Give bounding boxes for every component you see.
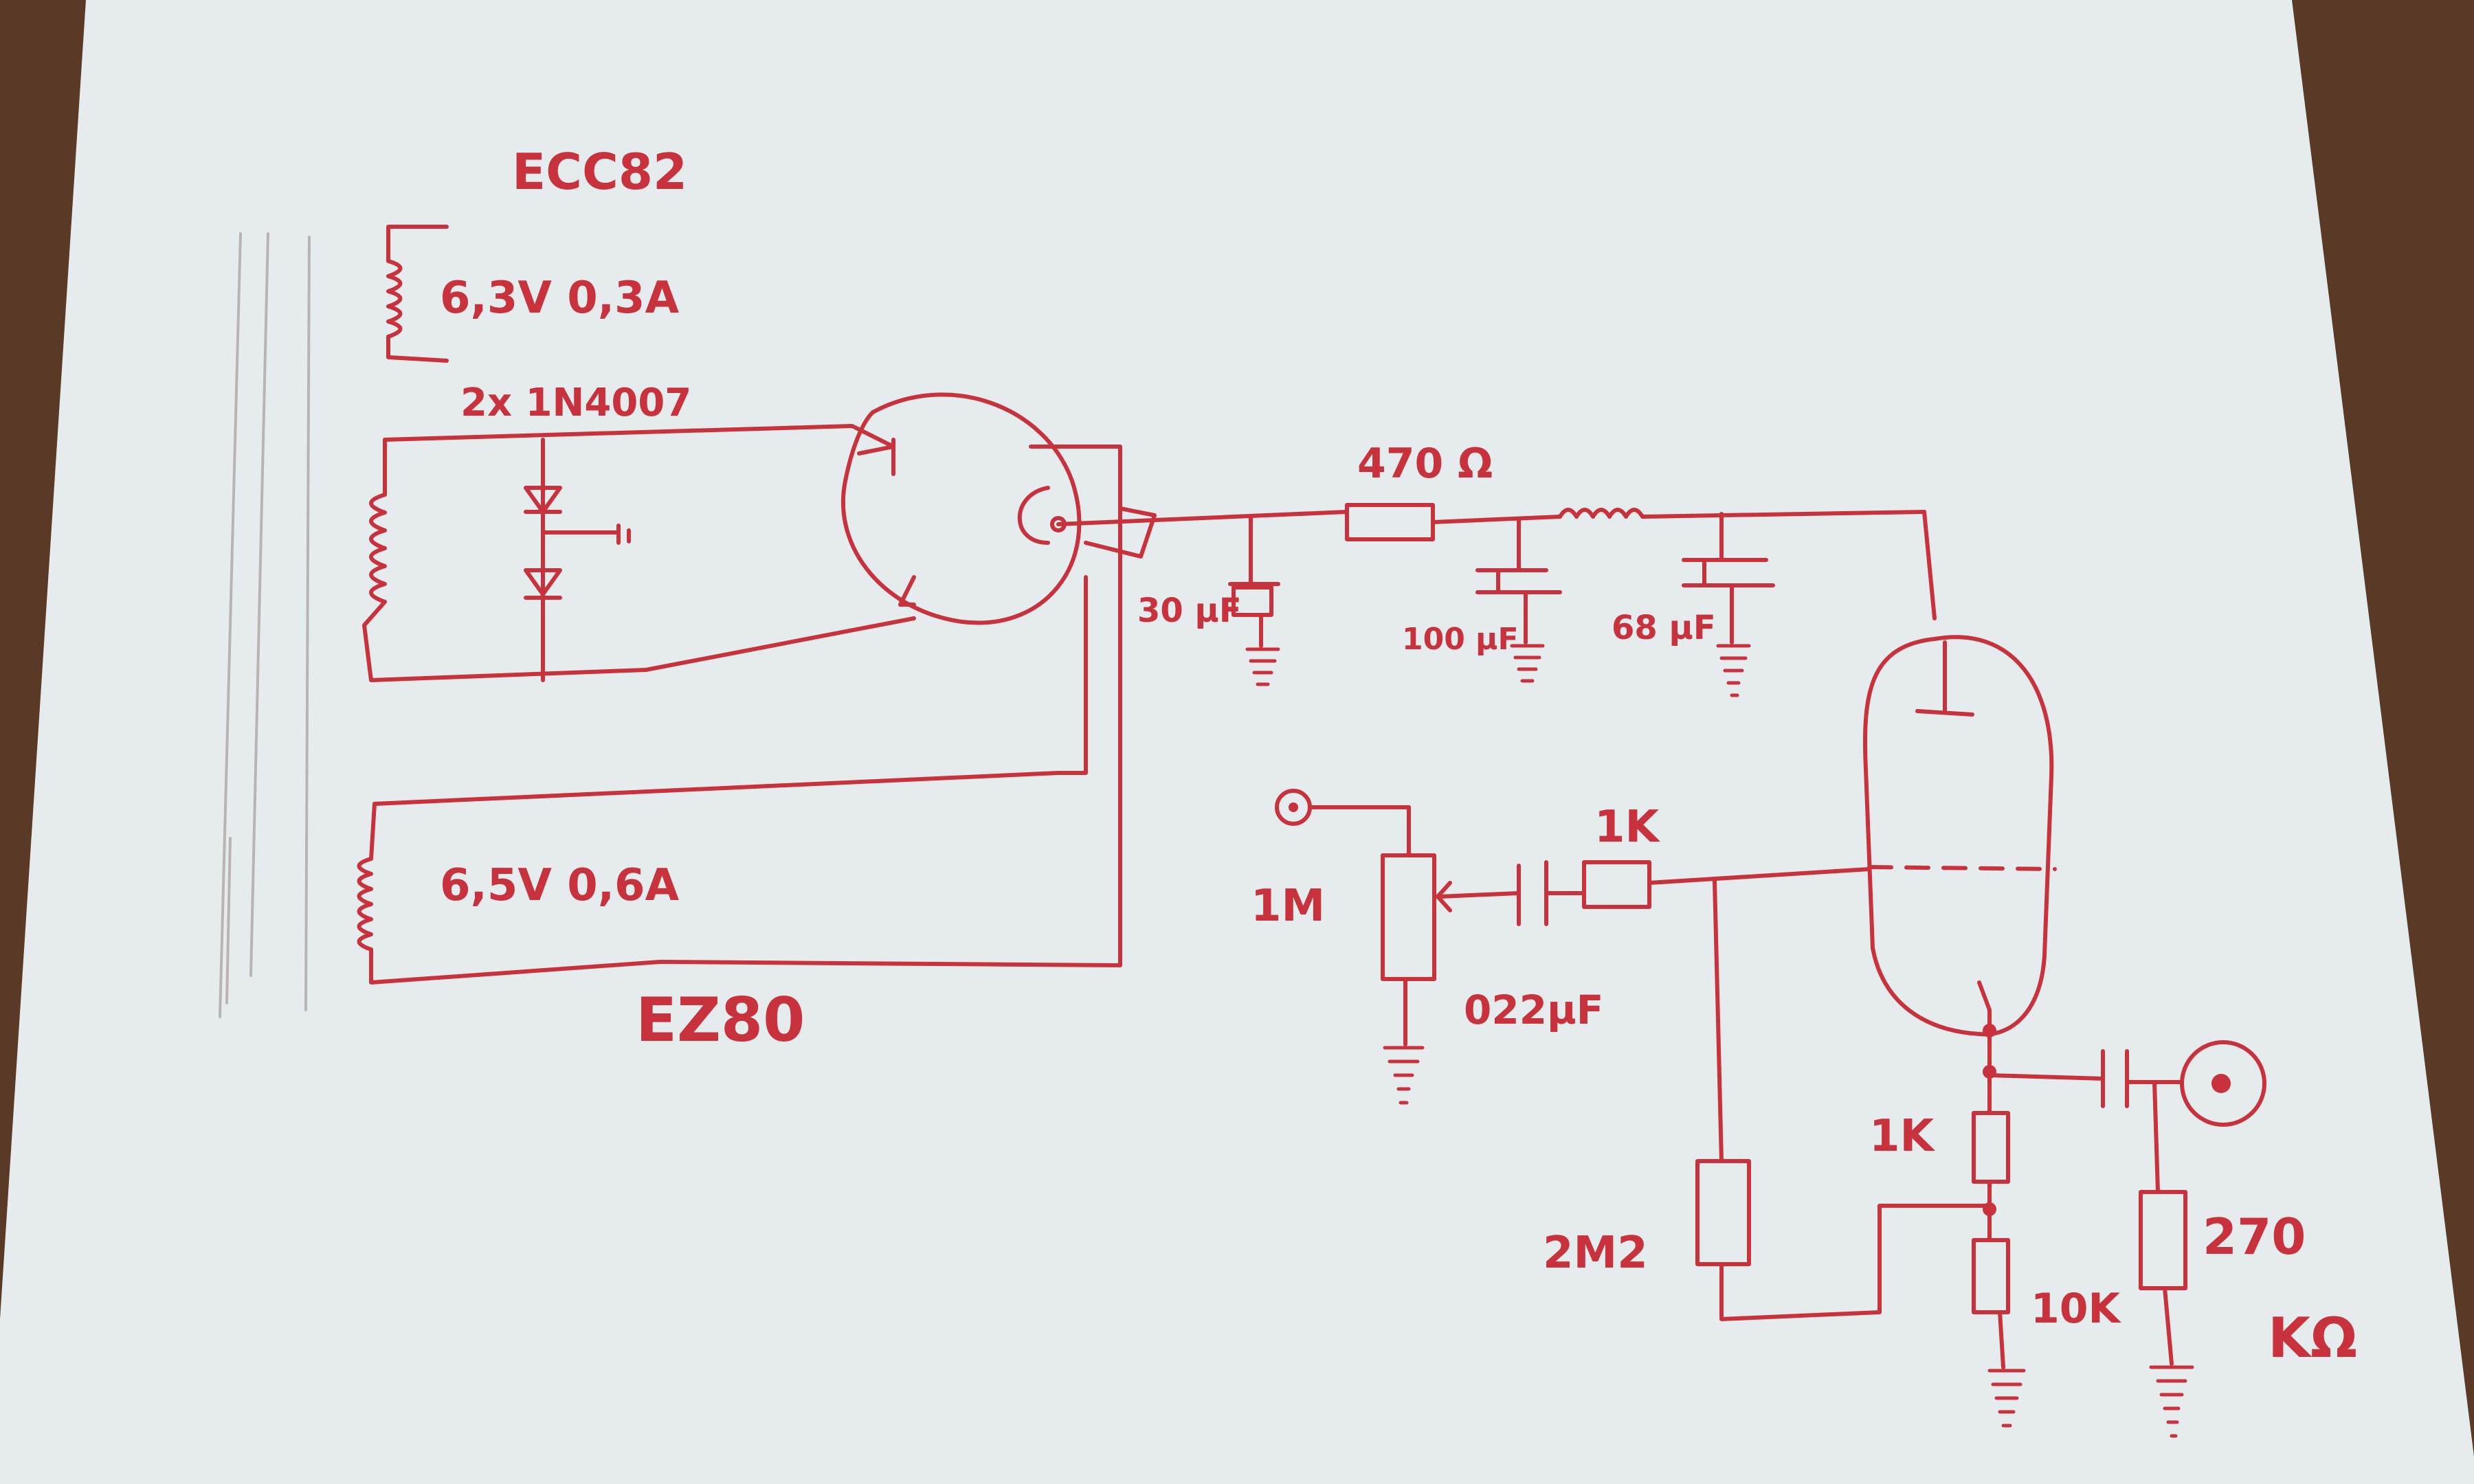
label-r-grid: 1K: [1594, 802, 1661, 853]
label-heater-top: 6,3V 0,3A: [440, 273, 680, 324]
label-rectifier: EZ80: [636, 985, 805, 1055]
label-tube-ecc82: ECC82: [512, 143, 687, 201]
output-stage: [1987, 1040, 2266, 1438]
label-c3: 68 µF: [1612, 609, 1716, 647]
label-r-leak: 2M2: [1543, 1228, 1648, 1279]
label-heater-bottom: 6,5V 0,6A: [440, 860, 680, 911]
label-pot: 1M: [1251, 881, 1325, 932]
heater-winding-bottom: [357, 506, 1122, 985]
hv-winding: [362, 424, 916, 682]
diode-pair: [524, 438, 631, 682]
filter-cap-1: [1228, 517, 1280, 686]
label-r-out: 270: [2203, 1208, 2306, 1266]
label-c-in: 022µF: [1464, 987, 1603, 1033]
label-r-out-unit: KΩ: [2268, 1306, 2357, 1370]
cathode-network: [1695, 1024, 2026, 1428]
label-c2: 100 µF: [1402, 622, 1519, 657]
b-plus-rail: [1056, 503, 1937, 620]
filter-cap-3: [1682, 512, 1775, 697]
label-r-filter: 470 Ω: [1357, 440, 1493, 488]
input-stage: [1275, 789, 1871, 1163]
filter-cap-2: [1475, 517, 1562, 683]
heater-winding-top: [386, 225, 449, 363]
label-c1: 30 µF: [1137, 592, 1242, 630]
triode-tube: [1862, 635, 2057, 1037]
label-diodes: 2x 1N4007: [460, 381, 691, 425]
label-r-cathode: 1K: [1869, 1111, 1936, 1162]
label-r-cathode2: 10K: [2031, 1285, 2121, 1333]
transformer-core: [219, 232, 311, 1018]
